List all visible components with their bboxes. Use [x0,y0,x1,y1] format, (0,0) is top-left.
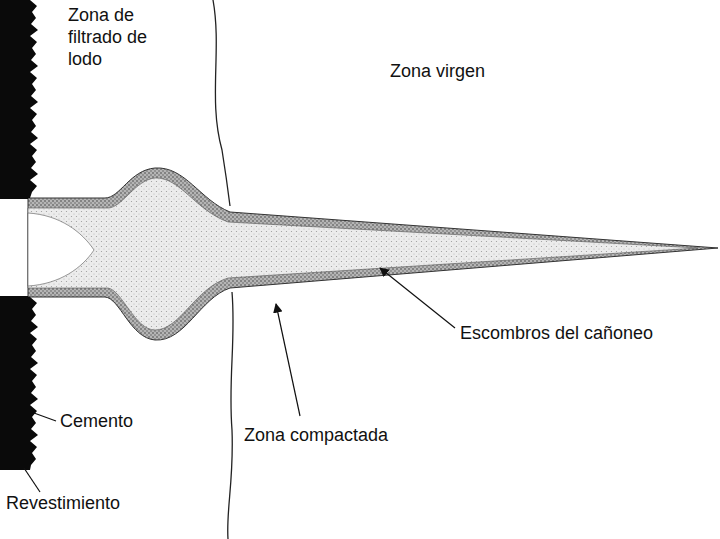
compacted-zone [28,168,718,340]
zone-label: Zona de filtrado de lodo [68,4,180,70]
casing-edge [0,296,28,298]
zone-label: Zona virgen [390,60,485,82]
casing-edge [0,197,28,199]
leader-line [34,413,56,421]
casing-cement [0,0,38,470]
leader-line [24,468,40,492]
part-label: Cemento [60,410,133,432]
tunnel-entry [28,213,94,286]
leader-line [276,304,300,416]
casing-block [0,0,38,198]
part-label: Escombros del cañoneo [460,322,653,344]
part-label: Revestimiento [6,492,120,514]
zone-label: Zona compactada [244,424,388,446]
zone-boundary [228,292,233,539]
perforation-debris [28,178,698,330]
leader-line [380,268,455,328]
casing-block [0,297,38,470]
zone-boundary [213,0,230,206]
